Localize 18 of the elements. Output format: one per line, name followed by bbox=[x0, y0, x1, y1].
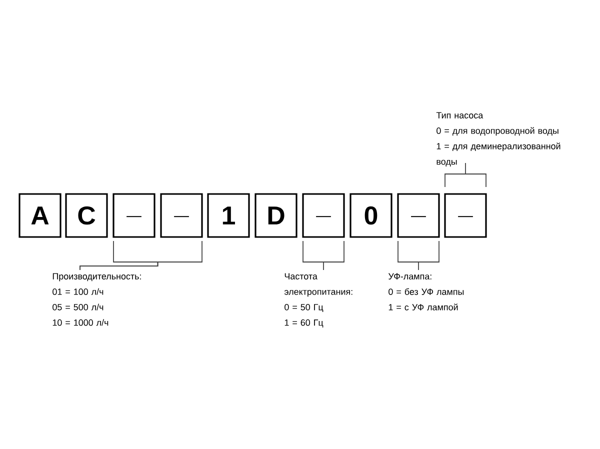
description-text: Производительность: 01 = 100 л/ч 05 = 500 л/ч 10 = 1000 л/ч bbox=[52, 273, 141, 326]
leader-line bbox=[80, 240, 202, 270]
description-text: Тип насоса 0 = для водопроводной воды 1 = для деминерализованной воды bbox=[436, 112, 560, 166]
code-box: _ bbox=[160, 193, 203, 238]
code-box: _ bbox=[444, 193, 487, 238]
description-text: Частота электропитания: 0 = 50 Гц 1 = 60 Гц bbox=[284, 273, 352, 328]
description-text: УФ-лампа: 0 = без УФ лампы 1 = с УФ лампой bbox=[388, 273, 464, 310]
leader-line bbox=[302, 240, 344, 270]
code-box: _ bbox=[112, 193, 156, 238]
code-box: D bbox=[254, 193, 298, 238]
code-box: A bbox=[18, 193, 62, 238]
code-box: _ bbox=[397, 193, 440, 238]
code-box: _ bbox=[302, 193, 345, 238]
leader-line bbox=[444, 162, 486, 188]
code-box: 1 bbox=[207, 193, 250, 238]
leader-line bbox=[398, 240, 440, 270]
code-box: 0 bbox=[350, 193, 392, 238]
code-box: C bbox=[65, 193, 108, 238]
